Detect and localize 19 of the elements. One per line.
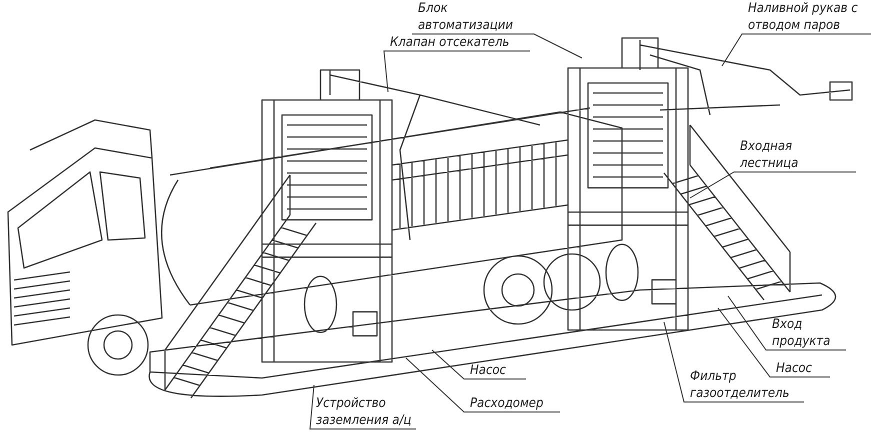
- callout-label: Вход продукта: [772, 316, 842, 350]
- leader-line: [406, 358, 560, 412]
- callout-label: Блок автоматизации: [418, 0, 530, 34]
- leader-line: [664, 322, 804, 402]
- leader-line: [309, 384, 416, 430]
- callout-label: Клапан отсекатель: [390, 34, 526, 51]
- callout-label: Насос: [470, 362, 522, 379]
- callout-label: Расходомер: [470, 395, 556, 412]
- callout-label: Устройство заземления а/ц: [316, 395, 412, 429]
- leader-line: [718, 308, 830, 378]
- leader-line: [383, 50, 530, 92]
- callout-label: Наливной рукав с отводом паров: [748, 0, 868, 34]
- leader-line: [722, 34, 871, 66]
- callout-label: Насос: [776, 360, 826, 377]
- callout-label: Входная лестница: [740, 138, 852, 172]
- leader-line: [412, 34, 582, 58]
- leader-line: [690, 172, 856, 198]
- leader-line: [728, 296, 846, 350]
- leader-line: [432, 350, 526, 380]
